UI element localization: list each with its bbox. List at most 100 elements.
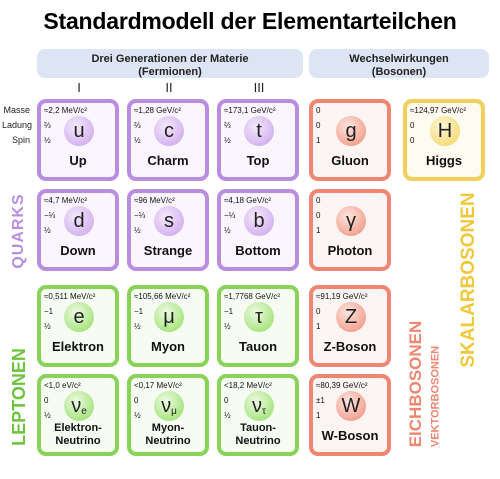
page-title: Standardmodell der Elementarteilchen — [43, 8, 457, 34]
spin-value: 1 — [316, 411, 321, 420]
spin-value: 1 — [316, 136, 321, 145]
particle-card-up: ≈2,2 MeV/c² ⅔ ½ u Up — [37, 99, 119, 181]
charge-value: 0 — [316, 211, 321, 220]
particle-card-photon: 0 0 1 γ Photon — [309, 189, 391, 271]
mass-value: 0 — [316, 106, 321, 115]
particle-symbol: W — [336, 391, 366, 421]
particle-name: Down — [60, 243, 96, 258]
particle-card-z-boson: ≈91,19 GeV/c² 0 1 Z Z-Boson — [309, 285, 391, 367]
spin-value: ½ — [44, 411, 51, 420]
spin-value: ½ — [224, 411, 231, 420]
particle-name-line2: Neutrino — [145, 435, 191, 447]
symbol-subscript: e — [81, 406, 87, 417]
mass-value: <18,2 MeV/c² — [224, 381, 272, 390]
spin-row-label: Spin — [11, 135, 30, 145]
particle-card-electron-neutrino: <1,0 eV/c² 0 ½ νe Elektron- Neutrino — [37, 374, 119, 456]
charge-value: −1 — [224, 307, 234, 316]
mass-value: ≈124,97 GeV/c² — [410, 106, 466, 115]
charge-value: 0 — [134, 396, 139, 405]
particle-name: Gluon — [331, 153, 369, 168]
charge-value: ⅔ — [44, 121, 51, 130]
particle-card-charm: ≈1,28 GeV/c² ⅔ ½ c Charm — [127, 99, 209, 181]
particle-symbol: s — [154, 206, 184, 236]
mass-value: ≈0,511 MeV/c² — [44, 292, 96, 301]
particle-name-line2: Neutrino — [55, 435, 101, 447]
particle-card-top: ≈173,1 GeV/c² ⅔ ½ t Top — [217, 99, 299, 181]
mass-value: ≈2,2 MeV/c² — [44, 106, 88, 115]
spin-value: 0 — [410, 136, 415, 145]
mass-value: ≈80,39 GeV/c² — [316, 381, 368, 390]
charge-value: −1 — [44, 307, 54, 316]
particle-name-line2: Neutrino — [235, 435, 281, 447]
particle-name: Charm — [147, 153, 189, 168]
charge-value: −⅓ — [134, 211, 146, 220]
charge-value: −⅓ — [44, 211, 56, 220]
symbol-subscript: μ — [171, 406, 177, 417]
vector-bosons-label: VEKTORBOSONEN — [429, 345, 442, 448]
particle-name: Myon- Neutrino — [131, 422, 205, 448]
particle-symbol: u — [64, 116, 94, 146]
gauge-bosons-label: EICHBOSONEN — [406, 320, 425, 448]
spin-value: ½ — [44, 226, 51, 235]
particle-name: Bottom — [235, 243, 281, 258]
charge-value: ⅔ — [224, 121, 231, 130]
spin-value: ½ — [134, 322, 141, 331]
fermions-header: Drei Generationen der Materie (Fermionen… — [37, 49, 303, 78]
particle-symbol: γ — [336, 206, 366, 236]
particle-name: Up — [69, 153, 87, 168]
charge-value: 0 — [410, 121, 415, 130]
particle-name-line1: Tauon- — [240, 422, 276, 434]
particle-name: Myon — [151, 339, 185, 354]
particle-name: Elektron- Neutrino — [41, 422, 115, 448]
mass-value: ≈1,7768 GeV/c² — [224, 292, 280, 301]
mass-value: ≈91,19 GeV/c² — [316, 292, 368, 301]
charge-value: −1 — [134, 307, 144, 316]
bosons-header-line2: (Bosonen) — [371, 66, 427, 78]
particle-symbol: t — [244, 116, 274, 146]
mass-value: ≈4,18 GeV/c² — [224, 196, 272, 205]
mass-value: ≈173,1 GeV/c² — [224, 106, 276, 115]
particle-name-line1: Elektron- — [54, 422, 102, 434]
particle-symbol: τ — [244, 302, 274, 332]
charge-value: 0 — [316, 307, 321, 316]
particle-symbol: b — [244, 206, 274, 236]
mass-value: 0 — [316, 196, 321, 205]
particle-name: W-Boson — [321, 428, 379, 443]
mass-value: <0,17 MeV/c² — [134, 381, 182, 390]
spin-value: ½ — [134, 411, 141, 420]
particle-card-higgs: ≈124,97 GeV/c² 0 0 H Higgs — [403, 99, 485, 181]
particle-card-strange: ≈96 MeV/c² −⅓ ½ s Strange — [127, 189, 209, 271]
particle-name: Z-Boson — [323, 339, 377, 354]
particle-symbol: Z — [336, 302, 366, 332]
spin-value: ½ — [134, 136, 141, 145]
particle-symbol: H — [430, 116, 460, 146]
spin-value: 1 — [316, 322, 321, 331]
particle-symbol: d — [64, 206, 94, 236]
particle-card-tau-neutrino: <18,2 MeV/c² 0 ½ ντ Tauon- Neutrino — [217, 374, 299, 456]
charge-value: ±1 — [316, 396, 325, 405]
symbol-main: ν — [252, 395, 263, 417]
spin-value: 1 — [316, 226, 321, 235]
mass-row-label: Masse — [3, 105, 30, 115]
particle-symbol: νe — [64, 391, 94, 421]
fermions-header-line1: Drei Generationen der Materie — [91, 53, 249, 65]
particle-symbol: ντ — [244, 391, 274, 421]
fermions-header-line2: (Fermionen) — [138, 66, 202, 78]
charge-row-label: Ladung — [2, 120, 33, 130]
particle-card-muon: ≈105,66 MeV/c² −1 ½ μ Myon — [127, 285, 209, 367]
quarks-label: QUARKS — [10, 193, 27, 269]
particle-card-tau: ≈1,7768 GeV/c² −1 ½ τ Tauon — [217, 285, 299, 367]
particle-name: Photon — [327, 243, 373, 258]
symbol-main: ν — [161, 395, 172, 417]
scalar-bosons-label: SKALARBOSONEN — [458, 192, 479, 368]
spin-value: ½ — [224, 136, 231, 145]
spin-value: ½ — [224, 226, 231, 235]
spin-value: ½ — [224, 322, 231, 331]
particle-symbol: g — [336, 116, 366, 146]
particle-symbol: μ — [154, 302, 184, 332]
spin-value: ½ — [44, 322, 51, 331]
mass-value: ≈1,28 GeV/c² — [134, 106, 182, 115]
generation-3-label: III — [253, 80, 265, 95]
symbol-main: ν — [71, 395, 82, 417]
spin-value: ½ — [44, 136, 51, 145]
